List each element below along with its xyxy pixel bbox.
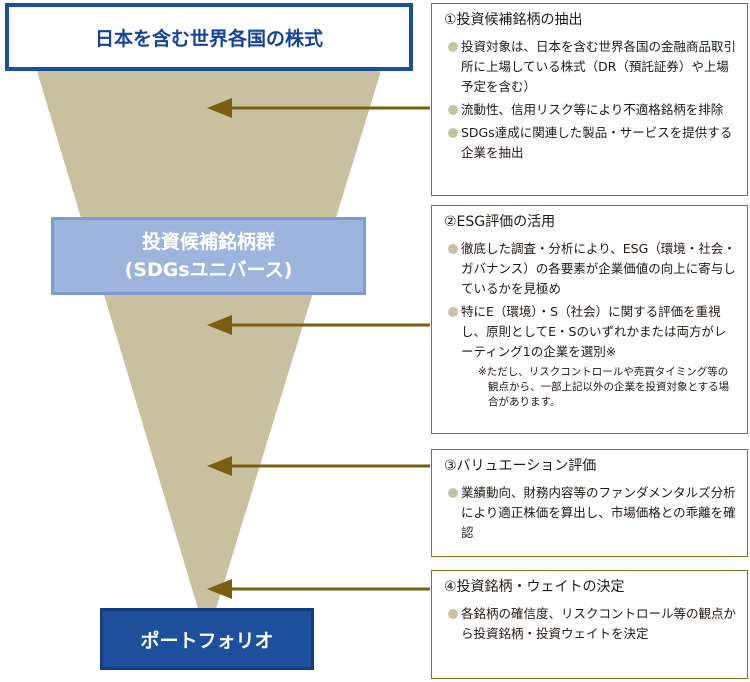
step-box-3: ③バリュエーション評価 業績動向、財務内容等のファンダメンタルズ分析により適正株… bbox=[431, 449, 748, 557]
arrows bbox=[207, 98, 430, 599]
arrow-step-2 bbox=[207, 315, 430, 335]
step-bullet: 業績動向、財務内容等のファンダメンタルズ分析により適正株価を算出し、市場価格との… bbox=[448, 483, 737, 543]
step-bullet-text: SDGs達成に関連した製品・サービスを提供する企業を抽出 bbox=[461, 125, 733, 160]
step-title: ①投資候補銘柄の抽出 bbox=[444, 12, 583, 28]
step-bullet-text: 業績動向、財務内容等のファンダメンタルズ分析により適正株価を算出し、市場価格との… bbox=[461, 485, 736, 540]
step-title: ③バリュエーション評価 bbox=[444, 458, 597, 474]
bullet-dot-icon bbox=[448, 307, 458, 317]
stage-portfolio-label: ポートフォリオ bbox=[140, 629, 274, 652]
stage-global-equities: 日本を含む世界各国の株式 bbox=[5, 3, 413, 71]
arrow-step-3 bbox=[207, 456, 430, 476]
step-bullet-list: 業績動向、財務内容等のファンダメンタルズ分析により適正株価を算出し、市場価格との… bbox=[448, 483, 737, 543]
stage-global-equities-label: 日本を含む世界各国の株式 bbox=[94, 27, 323, 50]
step-title: ②ESG評価の活用 bbox=[444, 214, 556, 230]
stage-candidate-universe-label: 投資候補銘柄群 bbox=[141, 231, 275, 253]
bullet-dot-icon bbox=[448, 488, 458, 498]
step-note: ※ただし、リスクコントロールや売買タイミング等の観点から、一部上記以外の企業を投… bbox=[478, 366, 730, 408]
step-bullet-text: 投資対象は、日本を含む世界各国の金融商品取引所に上場している株式（DR（預託証券… bbox=[461, 39, 737, 94]
bullet-dot-icon bbox=[448, 128, 458, 138]
step-box-2: ②ESG評価の活用 徹底した調査・分析により、ESG（環境・社会・ガバナンス）の… bbox=[431, 205, 748, 434]
funnel-shape bbox=[37, 71, 381, 612]
arrow-step-1 bbox=[207, 98, 430, 118]
step-title: ④投資銘柄・ウェイトの決定 bbox=[444, 579, 625, 595]
bullet-dot-icon bbox=[448, 105, 458, 115]
step-bullet-text: 特にE（環境）・S（社会）に関する評価を重視し、原則としてE・Sのいずれかまたは… bbox=[461, 304, 727, 359]
step-bullet: SDGs達成に関連した製品・サービスを提供する企業を抽出 bbox=[448, 123, 737, 163]
stage-candidate-universe: 投資候補銘柄群 (SDGsユニバース) bbox=[51, 217, 366, 295]
step-bullet: 投資対象は、日本を含む世界各国の金融商品取引所に上場している株式（DR（預託証券… bbox=[448, 37, 737, 97]
arrow-step-4 bbox=[207, 579, 430, 599]
bullet-dot-icon bbox=[448, 609, 458, 619]
step-bullet: 特にE（環境）・S（社会）に関する評価を重視し、原則としてE・Sのいずれかまたは… bbox=[448, 302, 737, 362]
step-bullet-list: 各銘柄の確信度、リスクコントロール等の観点から投資銘柄・投資ウェイトを決定 bbox=[448, 604, 737, 644]
stage-portfolio: ポートフォリオ bbox=[100, 608, 314, 670]
step-bullet: 各銘柄の確信度、リスクコントロール等の観点から投資銘柄・投資ウェイトを決定 bbox=[448, 604, 737, 644]
step-bullet-list: 徹底した調査・分析により、ESG（環境・社会・ガバナンス）の各要素が企業価値の向… bbox=[448, 239, 737, 362]
bullet-dot-icon bbox=[448, 244, 458, 254]
step-bullet-text: 各銘柄の確信度、リスクコントロール等の観点から投資銘柄・投資ウェイトを決定 bbox=[461, 606, 737, 641]
stage-candidate-universe-sublabel: (SDGsユニバース) bbox=[124, 259, 293, 281]
step-bullet: 流動性、信用リスク等により不適格銘柄を排除 bbox=[448, 100, 737, 120]
step-box-1: ①投資候補銘柄の抽出 投資対象は、日本を含む世界各国の金融商品取引所に上場してい… bbox=[431, 3, 748, 196]
step-bullet-list: 投資対象は、日本を含む世界各国の金融商品取引所に上場している株式（DR（預託証券… bbox=[448, 37, 737, 163]
bullet-dot-icon bbox=[448, 42, 458, 52]
step-bullet: 徹底した調査・分析により、ESG（環境・社会・ガバナンス）の各要素が企業価値の向… bbox=[448, 239, 737, 299]
step-bullet-text: 流動性、信用リスク等により不適格銘柄を排除 bbox=[461, 102, 724, 117]
step-bullet-text: 徹底した調査・分析により、ESG（環境・社会・ガバナンス）の各要素が企業価値の向… bbox=[461, 241, 736, 296]
step-box-4: ④投資銘柄・ウェイトの決定 各銘柄の確信度、リスクコントロール等の観点から投資銘… bbox=[431, 570, 748, 679]
